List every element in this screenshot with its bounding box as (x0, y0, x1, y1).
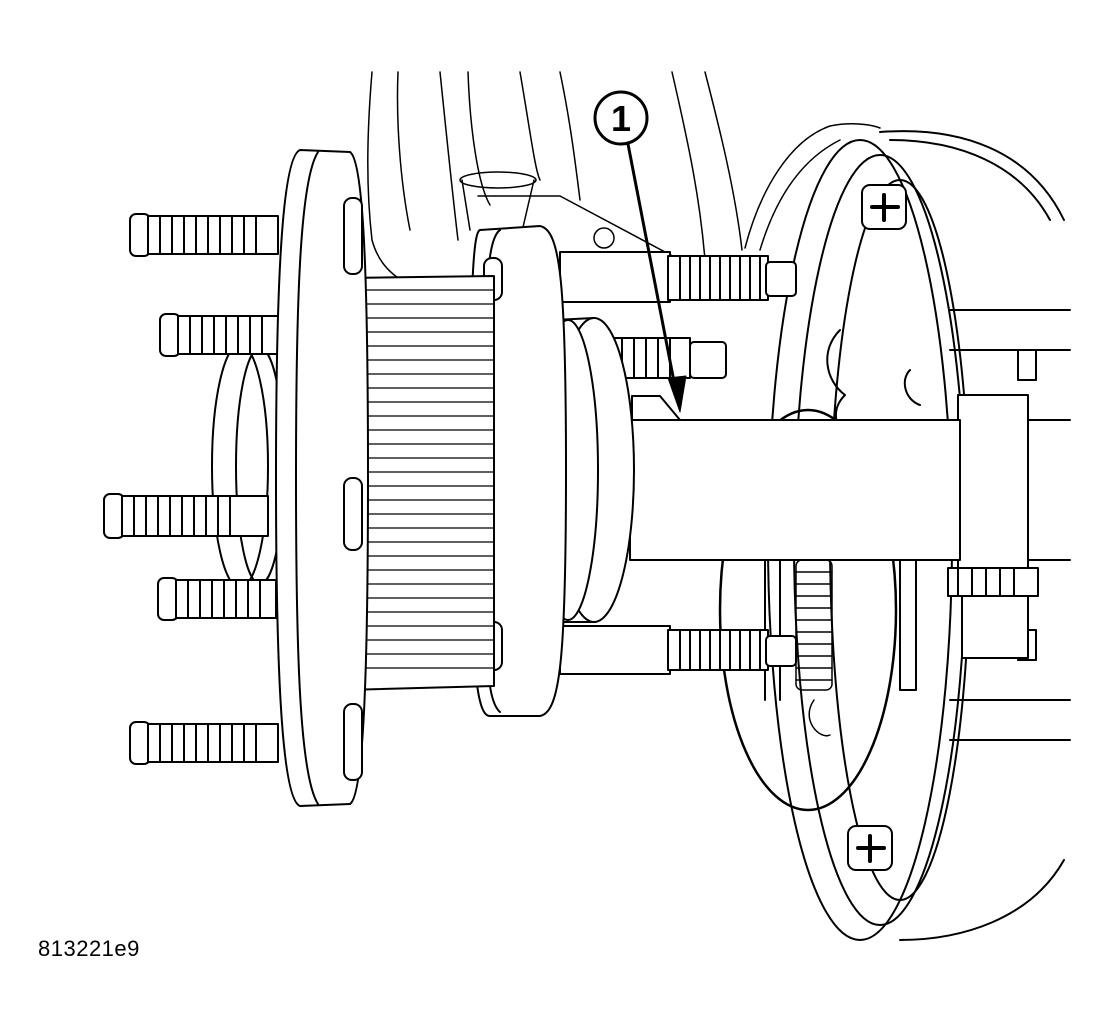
puller-screw-lower (559, 625, 797, 675)
callout-1-circle (593, 90, 649, 146)
press-tube (629, 395, 961, 561)
wheel-stud-1 (129, 213, 279, 257)
wheel-stud-5 (129, 721, 279, 765)
tone-ring-outline (718, 408, 898, 812)
callout-1: 1 (593, 90, 687, 413)
hub-flange (275, 149, 369, 807)
wheel-studs (103, 213, 279, 765)
callout-1-label: 1 (611, 98, 631, 139)
hub-back-ring (211, 343, 285, 589)
hold-down-pin-bottom (847, 825, 893, 871)
figure-id-label: 813221e9 (38, 936, 140, 961)
callout-1-arrowhead (667, 375, 687, 413)
wheel-stud-4 (157, 577, 277, 621)
wheel-stud-2 (159, 313, 279, 357)
puller-screw-upper (559, 251, 797, 303)
hold-down-pin-top (861, 184, 907, 230)
wheel-stud-3 (103, 493, 269, 539)
callout-1-leader (626, 142, 678, 394)
